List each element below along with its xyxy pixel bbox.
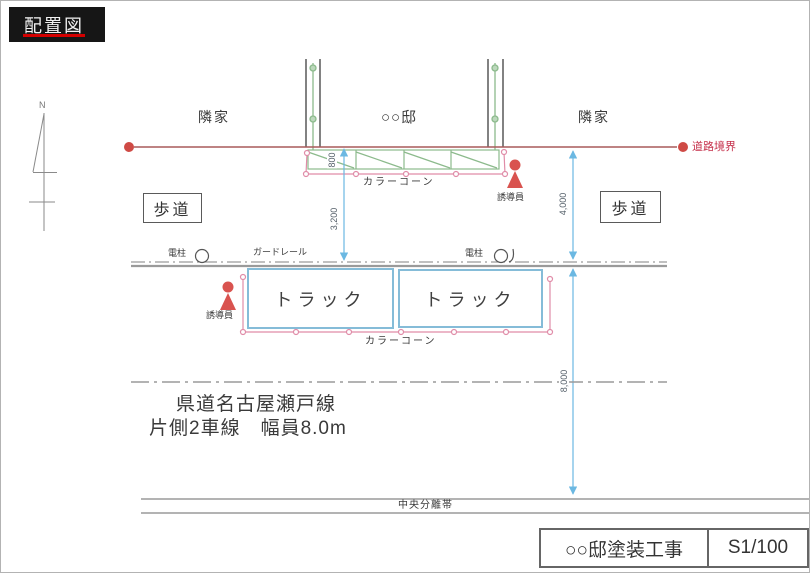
guardrail-label: ガードレール: [253, 247, 308, 257]
scaffold-side-rails: [309, 63, 499, 150]
project-name: ○○邸塗装工事: [565, 539, 683, 561]
title-underline: [23, 34, 85, 37]
flagman-right-figure: [507, 159, 523, 188]
median-label: 中央分離帯: [398, 500, 453, 511]
north-label: N: [39, 100, 46, 110]
road-boundary-line: [124, 142, 688, 152]
cone-label-bottom: カラーコーン: [365, 336, 437, 347]
building-walls: [305, 59, 504, 147]
road-boundary-label: 道路境界: [692, 141, 736, 153]
road-spec-label: 片側2車線 幅員8.0m: [149, 418, 347, 439]
sidewalk-left-box: 歩道: [143, 193, 202, 223]
dim-4000: 4,000: [558, 191, 568, 217]
cone-line-scaffold: [302, 148, 509, 178]
dim-scaffold-depth: 800: [327, 151, 337, 169]
north-arrow-icon: [29, 113, 57, 231]
pole-right-label: 電柱: [465, 248, 484, 258]
scaffold-truss: [307, 149, 500, 170]
neighbor-right-label: 隣家: [578, 109, 610, 125]
building-label: ○○邸: [381, 109, 418, 126]
title-block: ○○邸塗装工事 S1/100: [539, 528, 809, 568]
cone-label-top: カラーコーン: [363, 177, 435, 188]
flagman-left-label: 誘導員: [206, 310, 234, 320]
road-name-label: 県道名古屋瀬戸線: [176, 394, 337, 415]
neighbor-left-label: 隣家: [198, 109, 230, 125]
dim-8000: 8,000: [559, 368, 569, 394]
page-title: 配置図: [24, 16, 84, 36]
cone-line-trucks: [239, 273, 554, 336]
dim-3200: 3,200: [329, 206, 339, 232]
median-strip-lines: [141, 498, 809, 514]
sidewalk-right-box: 歩道: [600, 191, 661, 223]
drawing-scale: S1/100: [707, 530, 807, 566]
flagman-left-figure: [220, 281, 236, 310]
truck-left-box: トラック: [247, 268, 394, 329]
pole-left-symbol: [194, 248, 210, 264]
truck-right-box: トラック: [398, 269, 543, 328]
pole-left-label: 電柱: [168, 248, 187, 258]
pole-right-symbol: [493, 248, 515, 264]
flagman-right-label: 誘導員: [497, 192, 525, 202]
page-title-box: 配置図: [9, 7, 105, 42]
